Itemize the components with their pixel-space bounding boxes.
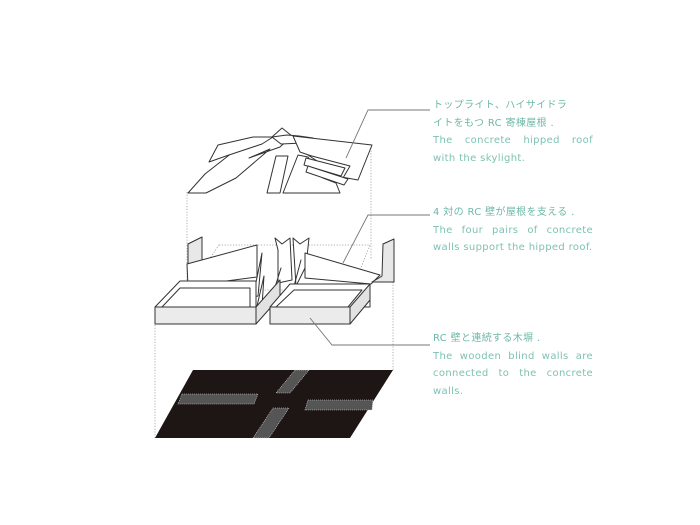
- annotation-walls-en: The four pairs of concrete walls support…: [433, 224, 593, 254]
- leader-lines: [309, 109, 430, 346]
- annotation-walls-jp-1: 4 対の RC 壁が屋根を支える .: [433, 207, 575, 218]
- annotation-roof-jp-2: イトをもつ RC 寄棟屋根 .: [433, 117, 554, 129]
- annotation-roof-jp-1: トップライト、ハイサイドラ: [433, 100, 568, 111]
- floor-plan-layer: [155, 369, 393, 439]
- concrete-walls-layer: [186, 236, 395, 307]
- annotation-blinds-en: The wooden blind walls are connected to …: [433, 350, 593, 397]
- roof-layer: [187, 127, 373, 194]
- annotation-blinds-jp-1: RC 壁と連続する木塀 .: [433, 333, 541, 344]
- annotation-blinds: RC 壁と連続する木塀 . The wooden blind walls are…: [433, 330, 593, 400]
- annotation-roof: トップライト、ハイサイドラ イトをもつ RC 寄棟屋根 . The concre…: [433, 97, 593, 167]
- annotation-roof-en: The concrete hipped roof with the skylig…: [433, 135, 593, 164]
- blind-walls-layer: [154, 279, 371, 325]
- annotation-walls: 4 対の RC 壁が屋根を支える . The four pairs of con…: [433, 204, 593, 257]
